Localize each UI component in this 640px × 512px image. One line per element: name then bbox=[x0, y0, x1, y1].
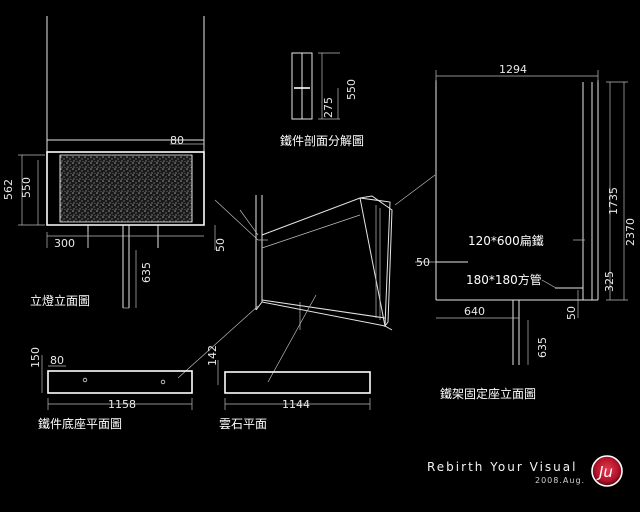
label-square-tube: 180*180方管 bbox=[466, 272, 542, 287]
caption-front-elevation: 立燈立面圖 bbox=[30, 293, 90, 308]
dim-50-bracket: 50 bbox=[416, 256, 430, 269]
iron-section-detail bbox=[291, 52, 340, 120]
dim-2370: 2370 bbox=[624, 218, 637, 246]
dim-635-bracket: 635 bbox=[536, 337, 549, 358]
dim-80-top: 80 bbox=[170, 134, 184, 147]
dim-1144: 1144 bbox=[282, 398, 310, 411]
dim-1294: 1294 bbox=[499, 63, 527, 76]
logo-text: Ju bbox=[596, 463, 613, 481]
dim-300: 300 bbox=[54, 237, 75, 250]
caption-bracket-elevation: 鐵架固定座立面圖 bbox=[440, 386, 536, 401]
dim-635-front: 635 bbox=[140, 262, 153, 283]
lamp-perspective-sketch bbox=[177, 174, 436, 383]
dim-50-small: 50 bbox=[565, 306, 578, 320]
iron-base-plan bbox=[41, 355, 193, 410]
dim-1735: 1735 bbox=[607, 187, 620, 215]
dim-275: 275 bbox=[322, 97, 335, 118]
logo-icon bbox=[591, 455, 623, 487]
brand-title: Rebirth Your Visual bbox=[427, 460, 577, 474]
bracket-elevation bbox=[415, 70, 628, 365]
dim-562: 562 bbox=[2, 179, 15, 200]
lamp-front-elevation bbox=[18, 16, 216, 309]
marble-plan bbox=[217, 360, 371, 410]
dim-142: 142 bbox=[206, 345, 219, 366]
caption-section-detail: 鐵件剖面分解圖 bbox=[280, 133, 364, 148]
dim-150: 150 bbox=[29, 347, 42, 368]
dim-1158: 1158 bbox=[108, 398, 136, 411]
dim-550-left: 550 bbox=[20, 177, 33, 198]
dim-550-section: 550 bbox=[345, 79, 358, 100]
caption-marble-plan: 雲石平面 bbox=[219, 417, 267, 431]
dim-640: 640 bbox=[464, 305, 485, 318]
dim-80-base: 80 bbox=[50, 354, 64, 367]
brand-date: 2008.Aug. bbox=[535, 476, 585, 485]
dim-325: 325 bbox=[603, 271, 616, 292]
brand-block: Rebirth Your Visual 2008.Aug. Ju bbox=[427, 455, 623, 487]
label-flat-iron: 120*600扁鐵 bbox=[468, 233, 544, 248]
dim-50-front: 50 bbox=[214, 238, 227, 252]
caption-base-plan: 鐵件底座平面圖 bbox=[38, 416, 122, 431]
